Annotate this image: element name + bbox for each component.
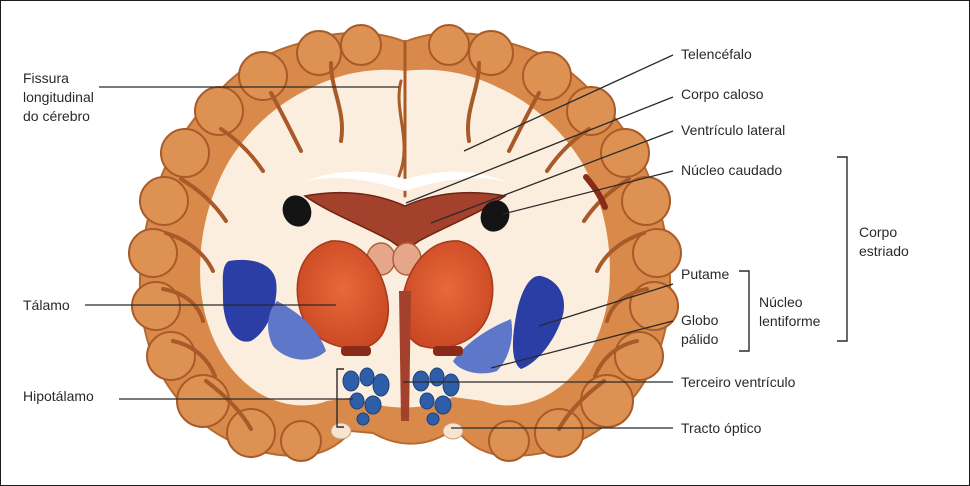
optic-tract-right (443, 423, 463, 439)
bracket-corpo-estriado (837, 157, 847, 341)
label-nucleo-lentiforme-line2: lentiforme (759, 312, 820, 330)
mammillary-tract-left (341, 346, 371, 356)
label-corpo-caloso: Corpo caloso (681, 85, 764, 103)
label-corpo-estriado-line2: estriado (859, 242, 909, 260)
label-hipotalamo: Hipotálamo (23, 387, 94, 405)
third-ventricle (399, 291, 411, 421)
label-globo-palido-line2: pálido (681, 330, 718, 348)
label-globo-palido-line1: Globo (681, 311, 718, 329)
label-ventriculo-lateral: Ventrículo lateral (681, 121, 785, 139)
mammillary-tract-right (433, 346, 463, 356)
label-talamo: Tálamo (23, 296, 70, 314)
label-nucleo-lentiforme-line1: Núcleo (759, 293, 803, 311)
label-telencefalo: Telencéfalo (681, 45, 752, 63)
label-tracto-optico: Tracto óptico (681, 419, 761, 437)
label-corpo-estriado-line1: Corpo (859, 223, 897, 241)
bracket-nucleo-lentiforme (739, 271, 749, 351)
optic-tract-left (331, 423, 351, 439)
label-terceiro-ventriculo: Terceiro ventrículo (681, 373, 795, 391)
label-putame: Putame (681, 265, 729, 283)
label-fissura-line1: Fissura (23, 69, 69, 87)
label-nucleo-caudado: Núcleo caudado (681, 161, 782, 179)
label-fissura-line3: do cérebro (23, 107, 90, 125)
label-fissura-line2: longitudinal (23, 88, 94, 106)
